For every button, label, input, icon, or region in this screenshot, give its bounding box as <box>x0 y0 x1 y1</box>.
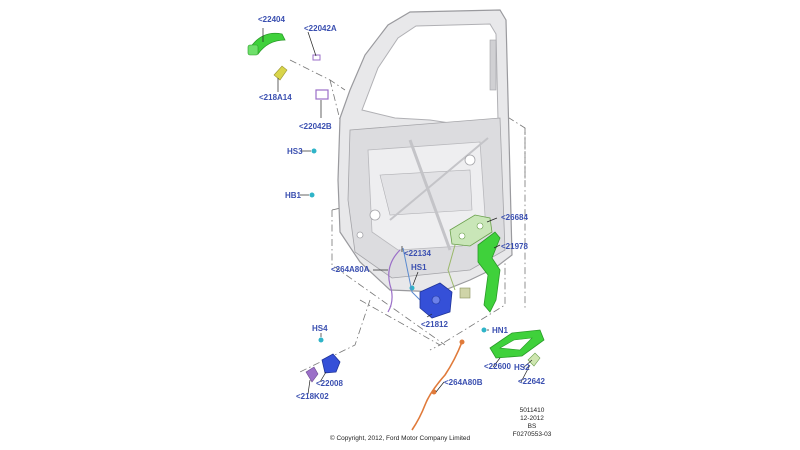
meta-line-4: F0270553-03 <box>513 431 552 438</box>
callout-21812: <21812 <box>421 320 448 329</box>
fastener-hs4 <box>318 337 324 343</box>
rod-22134 <box>402 247 421 301</box>
latch-block <box>459 287 471 299</box>
latch-reinforcement <box>477 231 501 313</box>
callout-264a80b: <264A80B <box>444 378 483 387</box>
cable-264a80a <box>387 249 401 313</box>
drawing-meta: 5011410 12-2012 BS F0270553-03 <box>513 407 552 438</box>
callout-hs3: HS3 <box>287 147 303 156</box>
callout-264a80a: <264A80A <box>331 265 370 274</box>
callout-22404: <22404 <box>258 15 285 24</box>
callout-22642: <22642 <box>518 377 545 386</box>
meta-line-1: 5011410 <box>520 407 545 414</box>
rod-green <box>447 244 456 291</box>
handle-bezel <box>527 352 541 367</box>
callout-22134: <22134 <box>404 249 431 258</box>
callout-hb1: HB1 <box>285 191 302 200</box>
callout-labels: <22404 <22042A <218A14 <22042B HS3 HB1 <… <box>258 15 545 401</box>
door-latch <box>419 282 453 319</box>
cable-end-upper <box>459 339 465 345</box>
interior-handle <box>489 329 545 359</box>
leader-lines <box>262 28 533 395</box>
callout-hn1: HN1 <box>492 326 509 335</box>
callout-hs4: HS4 <box>312 324 328 333</box>
callout-218a14: <218A14 <box>259 93 292 102</box>
lock-cylinder <box>321 353 341 374</box>
exterior-handle <box>247 32 286 56</box>
callout-hs1: HS1 <box>411 263 427 272</box>
callout-26684: <26684 <box>501 213 528 222</box>
lock-cover <box>305 366 319 383</box>
callout-22042a: <22042A <box>304 24 337 33</box>
fastener-hb1 <box>309 192 315 198</box>
handle-cap <box>273 65 288 81</box>
callout-218k02: <218K02 <box>296 392 329 401</box>
gasket-22042a <box>312 54 321 61</box>
callout-hs2: HS2 <box>514 363 530 372</box>
fastener-hn1 <box>481 327 487 333</box>
gasket-22042b <box>315 89 329 100</box>
meta-line-2: 12-2012 <box>520 415 544 422</box>
callout-22042b: <22042B <box>299 122 332 131</box>
cable-end-lower <box>431 389 437 395</box>
latch-bracket-upper <box>449 214 493 247</box>
callout-22008: <22008 <box>316 379 343 388</box>
callout-22600: <22600 <box>484 362 511 371</box>
copyright-notice: © Copyright, 2012, Ford Motor Company Li… <box>330 434 471 442</box>
callout-21978: <21978 <box>501 242 528 251</box>
fastener-hs3 <box>311 148 317 154</box>
meta-line-3: BS <box>528 423 537 430</box>
